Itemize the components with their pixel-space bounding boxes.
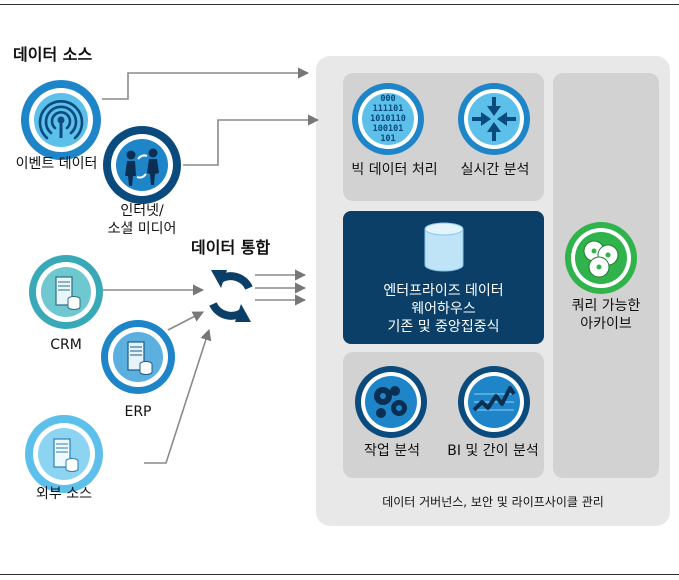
- external-source-label: 외부 소스: [36, 486, 92, 502]
- people-exchange-icon: [111, 134, 173, 196]
- erp-label: ERP: [124, 404, 152, 420]
- external-source-node: [25, 415, 103, 493]
- operational-analysis-label: 작업 분석: [364, 443, 420, 459]
- dw-title-line2: 웨어하우스: [411, 301, 476, 317]
- binary-line: 000: [380, 94, 396, 104]
- archive-node: [565, 222, 637, 294]
- binary-line: 100101: [372, 124, 404, 134]
- realtime-analysis-label: 실시간 분석: [460, 162, 530, 178]
- social-media-label-line2: 소셜 미디어: [107, 221, 177, 237]
- operational-analysis-node: [355, 366, 427, 438]
- social-media-label-line1: 인터넷/: [120, 203, 164, 219]
- broadcast-signal-icon: [29, 88, 93, 152]
- bottom-rule: [0, 574, 679, 575]
- sync-arrows-icon: [209, 270, 253, 322]
- server-database-icon: [36, 262, 96, 322]
- binary-line: 1010110: [370, 114, 406, 124]
- bi-analysis-node: [458, 366, 530, 438]
- database-cylinder-icon: [424, 222, 464, 272]
- archive-label-line1: 쿼리 가능한: [571, 298, 641, 314]
- binary-data-icon: [358, 89, 418, 149]
- binary-line: 101: [380, 134, 396, 144]
- data-integration-title: 데이터 통합: [191, 238, 271, 257]
- binary-text: 000 111101 1010110 100101 101: [352, 94, 424, 144]
- archive-label-line2: 아카이브: [580, 316, 632, 332]
- erp-node: [101, 320, 175, 394]
- social-media-node: [103, 126, 181, 204]
- event-data-label: 이벤트 데이터: [15, 156, 98, 172]
- crm-node: [29, 255, 103, 329]
- bi-analysis-label: BI 및 간이 분석: [447, 443, 539, 459]
- big-data-processing-label: 빅 데이터 처리: [351, 162, 438, 178]
- server-database-icon: [33, 423, 95, 485]
- data-sources-title: 데이터 소스: [13, 45, 93, 64]
- dw-subtitle: 기존 및 중앙집중식: [387, 319, 500, 335]
- compress-arrows-icon: [464, 89, 524, 149]
- line-chart-icon: [464, 372, 524, 432]
- big-data-processing-node: 000 111101 1010110 100101 101: [352, 83, 424, 155]
- crm-label: CRM: [50, 337, 82, 353]
- realtime-analysis-node: [458, 83, 530, 155]
- event-data-node: [21, 80, 101, 160]
- governance-label: 데이터 거버넌스, 보안 및 라이프사이클 관리: [382, 495, 604, 509]
- binary-line: 111101: [372, 104, 404, 114]
- gears-icon: [361, 372, 421, 432]
- discs-icon: [571, 228, 631, 288]
- server-database-icon: [108, 327, 168, 387]
- top-rule: [0, 4, 679, 5]
- dw-title-line1: 엔터프라이즈 데이터: [383, 283, 504, 299]
